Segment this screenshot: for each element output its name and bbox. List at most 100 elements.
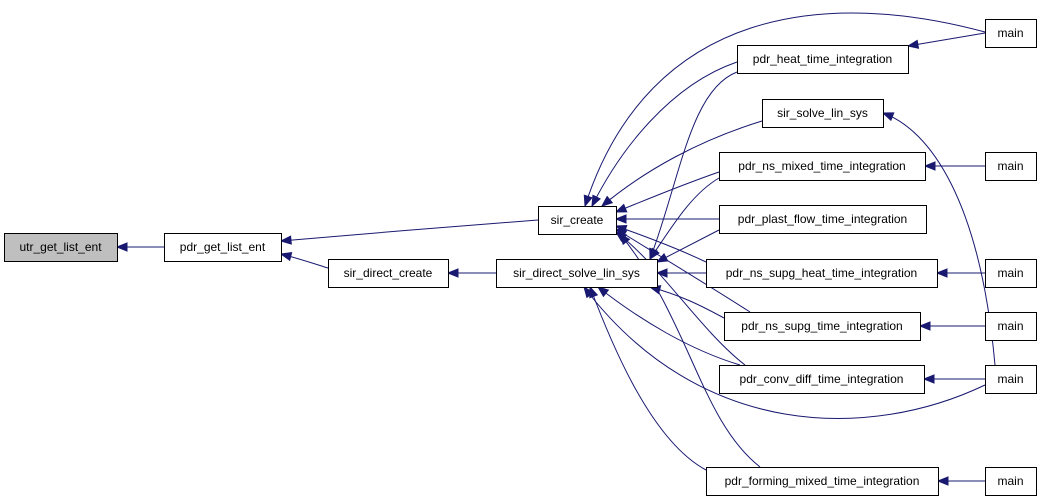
edge-line <box>649 286 725 319</box>
arrow-head-icon <box>655 252 669 263</box>
arrow-head-icon <box>649 247 660 261</box>
edge-line <box>882 112 996 366</box>
node-pdr-heat-time-integration[interactable]: pdr_heat_time_integration <box>737 45 909 74</box>
arrow-head-icon <box>600 195 614 207</box>
arrow-head-icon <box>922 374 935 384</box>
node-box <box>164 233 282 262</box>
node-box <box>985 467 1037 496</box>
edge-line <box>280 219 539 242</box>
edge-main_1-to-pdr_heat_time_integration <box>906 32 986 49</box>
arrow-head-icon <box>583 285 595 299</box>
arrow-head-icon <box>918 321 931 331</box>
edge-line <box>649 71 738 260</box>
edge-line <box>615 171 720 213</box>
edge-sir_direct_solve_lin_sys-to-sir_direct_create <box>446 268 496 278</box>
node-main-1[interactable]: main <box>985 19 1037 48</box>
node-pdr-plast-flow-time-integration[interactable]: pdr_plast_flow_time_integration <box>719 205 927 234</box>
edge-sir_solve_lin_sys-to-sir_create <box>600 120 763 207</box>
edge-pdr_plast_flow_time_integration-to-sir_create <box>614 214 719 224</box>
node-label: pdr_ns_mixed_time_integration <box>738 159 905 173</box>
edge-pdr_conv_diff_time_integration-to-sir_direct_solve_lin_sys <box>596 286 741 366</box>
arrow-head-icon <box>279 235 292 245</box>
arrow-head-icon <box>279 251 293 262</box>
edge-main_4-to-pdr_ns_supg_time_integration <box>918 321 985 331</box>
node-box <box>706 259 938 288</box>
arrow-head-icon <box>614 214 627 224</box>
node-main-2[interactable]: main <box>985 152 1037 181</box>
edge-line <box>907 32 986 47</box>
edge-main_5-to-sir_direct_solve_lin_sys <box>583 285 986 419</box>
edge-line <box>589 286 707 471</box>
node-label: sir_direct_solve_lin_sys <box>513 266 640 280</box>
arrow-head-icon <box>446 268 459 278</box>
node-box <box>724 312 921 341</box>
node-label: pdr_heat_time_integration <box>753 52 892 66</box>
edge-sir_create-to-pdr_get_list_ent <box>279 219 539 245</box>
arrow-head-icon <box>655 268 668 278</box>
edge-pdr_get_list_ent-to-utr_get_list_ent <box>115 242 164 252</box>
node-pdr-ns-supg-time-integration[interactable]: pdr_ns_supg_time_integration <box>724 312 921 341</box>
node-main-6[interactable]: main <box>985 467 1037 496</box>
node-label: pdr_get_list_ent <box>180 240 266 254</box>
edge-line <box>615 231 746 366</box>
edge-main_3-to-pdr_ns_supg_heat_time_integration <box>935 268 985 278</box>
node-box <box>719 205 927 234</box>
edge-pdr_plast_flow_time_integration-to-sir_direct_solve_lin_sys <box>655 229 720 263</box>
node-pdr-conv-diff-time-integration[interactable]: pdr_conv_diff_time_integration <box>719 365 925 394</box>
edge-line <box>615 225 707 263</box>
node-main-4[interactable]: main <box>985 312 1037 341</box>
node-box <box>985 259 1037 288</box>
node-label: pdr_ns_supg_heat_time_integration <box>726 266 917 280</box>
node-label: main <box>997 372 1023 386</box>
node-main-5[interactable]: main <box>985 365 1037 394</box>
node-pdr-forming-mixed-time-integration[interactable]: pdr_forming_mixed_time_integration <box>706 467 939 496</box>
node-box <box>496 259 658 288</box>
arrow-head-icon <box>923 161 936 171</box>
edge-line <box>649 177 720 260</box>
edge-line <box>584 12 986 207</box>
edge-pdr_ns_supg_time_integration-to-sir_direct_solve_lin_sys <box>648 285 725 319</box>
arrow-head-icon <box>583 194 593 208</box>
node-label: main <box>997 159 1023 173</box>
node-box <box>985 365 1037 394</box>
arrow-head-icon <box>936 476 949 486</box>
arrow-head-icon <box>935 268 948 278</box>
node-utr-get-list-ent: utr_get_list_ent <box>4 233 118 262</box>
node-sir-direct-create[interactable]: sir_direct_create <box>328 259 449 288</box>
edge-pdr_ns_mixed_time_integration-to-sir_direct_solve_lin_sys <box>649 177 720 261</box>
arrow-head-icon <box>614 203 628 213</box>
arrow-head-icon <box>619 232 631 246</box>
node-box <box>328 259 449 288</box>
edge-main_5-to-sir_solve_lin_sys <box>881 112 996 366</box>
edge-line <box>597 286 741 366</box>
node-main-3[interactable]: main <box>985 259 1037 288</box>
node-sir-direct-solve-lin-sys[interactable]: sir_direct_solve_lin_sys <box>496 259 658 288</box>
node-sir-create[interactable]: sir_create <box>538 206 617 235</box>
node-pdr-ns-mixed-time-integration[interactable]: pdr_ns_mixed_time_integration <box>719 152 926 181</box>
edge-pdr_heat_time_integration-to-sir_create <box>591 61 738 208</box>
node-box <box>985 19 1037 48</box>
edge-main_2-to-pdr_ns_mixed_time_integration <box>923 161 985 171</box>
arrow-head-icon <box>881 112 895 122</box>
node-box <box>4 233 118 262</box>
edge-main_1-to-sir_create <box>583 12 986 208</box>
node-box <box>985 152 1037 181</box>
node-box <box>719 365 925 394</box>
node-box <box>538 206 617 235</box>
node-label: pdr_plast_flow_time_integration <box>738 212 907 226</box>
node-label: main <box>997 26 1023 40</box>
node-box <box>719 152 926 181</box>
node-label: main <box>997 319 1023 333</box>
node-box <box>985 312 1037 341</box>
arrow-head-icon <box>596 286 610 298</box>
edge-line <box>583 286 986 419</box>
node-pdr-ns-supg-heat-time-integration[interactable]: pdr_ns_supg_heat_time_integration <box>706 259 938 288</box>
edge-pdr_ns_mixed_time_integration-to-sir_create <box>614 171 720 213</box>
node-sir-solve-lin-sys[interactable]: sir_solve_lin_sys <box>762 99 884 128</box>
node-pdr-get-list-ent[interactable]: pdr_get_list_ent <box>164 233 282 262</box>
edge-line <box>591 61 738 207</box>
node-box <box>706 467 939 496</box>
node-label: sir_direct_create <box>344 266 433 280</box>
edge-sir_direct_create-to-pdr_get_list_ent <box>279 251 329 269</box>
